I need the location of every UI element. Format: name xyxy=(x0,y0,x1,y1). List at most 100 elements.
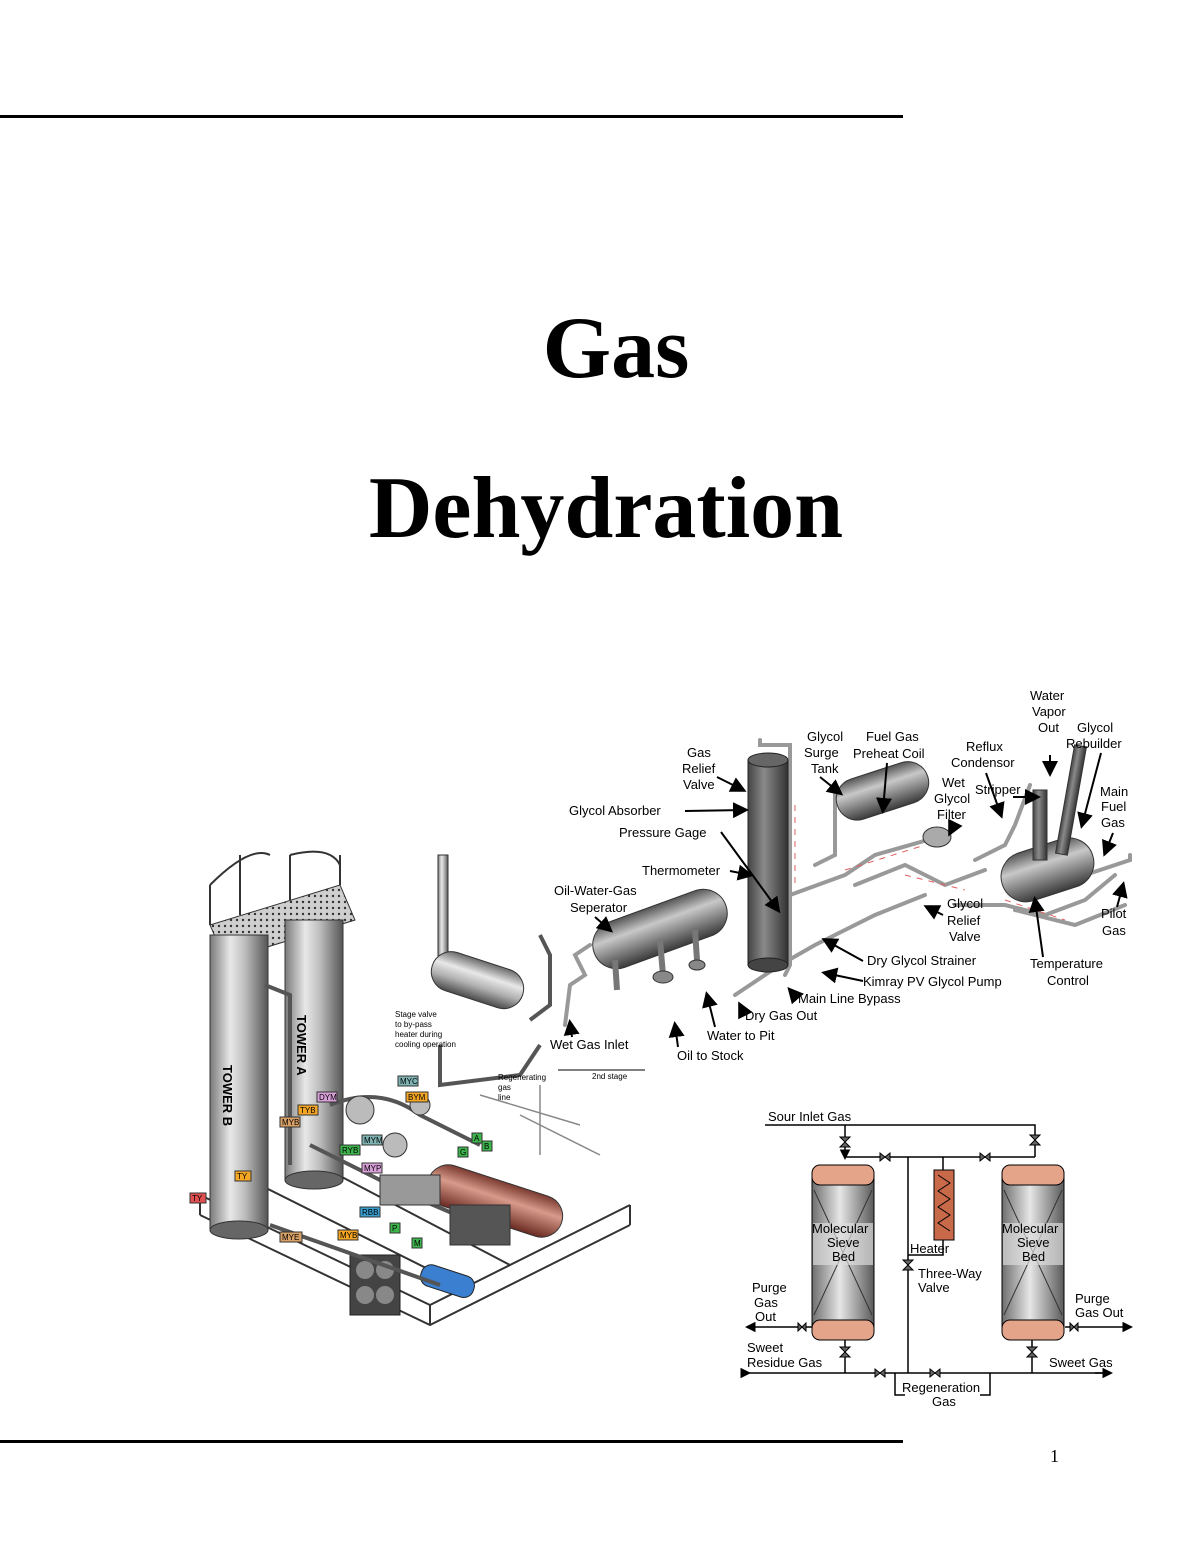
svg-text:P: P xyxy=(392,1224,397,1233)
svg-text:Residue Gas: Residue Gas xyxy=(747,1355,823,1370)
svg-text:Condensor: Condensor xyxy=(951,755,1015,770)
dehydration-skid-illustration: TOWER B TOWER A Stage valve to by-pass h… xyxy=(189,850,645,1327)
svg-text:Three-Way: Three-Way xyxy=(918,1266,982,1281)
svg-text:Vapor: Vapor xyxy=(1032,704,1066,719)
svg-text:Fuel: Fuel xyxy=(1101,799,1126,814)
svg-text:Valve: Valve xyxy=(918,1280,950,1295)
svg-text:Molecular: Molecular xyxy=(812,1221,869,1236)
glycol-unit-leader-arrows xyxy=(563,752,1128,1048)
note-bypass-2: to by-pass xyxy=(395,1020,432,1029)
tower-a-label: TOWER A xyxy=(294,1015,309,1076)
mol-sieve-valves xyxy=(797,1134,1079,1379)
svg-text:Glycol: Glycol xyxy=(947,896,983,911)
svg-text:MYM: MYM xyxy=(364,1136,383,1145)
svg-text:Valve: Valve xyxy=(683,777,715,792)
svg-text:Stripper: Stripper xyxy=(975,782,1021,797)
glycol-surge-tank xyxy=(835,761,930,821)
top-rule xyxy=(0,115,903,118)
svg-text:M: M xyxy=(414,1239,421,1248)
svg-text:MYB: MYB xyxy=(282,1118,299,1127)
svg-text:Bed: Bed xyxy=(832,1249,855,1264)
svg-text:Regeneration: Regeneration xyxy=(902,1380,980,1395)
svg-text:Sieve: Sieve xyxy=(827,1235,860,1250)
mol-sieve-bed-right: Molecular Sieve Bed xyxy=(1001,1164,1065,1341)
svg-text:Valve: Valve xyxy=(949,929,981,944)
wet-glycol-filter xyxy=(922,826,952,848)
svg-text:A: A xyxy=(474,1134,480,1143)
title-gas: Gas xyxy=(542,300,690,397)
regen-heater xyxy=(933,1169,955,1241)
svg-text:Wet: Wet xyxy=(942,775,965,790)
glycol-unit-diagram: Water Vapor Out Glycol Rebuilder Glycol … xyxy=(550,688,1132,1063)
svg-text:RYB: RYB xyxy=(342,1146,358,1155)
mol-sieve-bed-left: Molecular Sieve Bed xyxy=(811,1164,875,1341)
svg-text:Glycol Absorber: Glycol Absorber xyxy=(569,803,661,818)
svg-text:Fuel Gas: Fuel Gas xyxy=(866,729,919,744)
svg-text:Gas: Gas xyxy=(932,1394,956,1409)
svg-text:Dry Glycol Strainer: Dry Glycol Strainer xyxy=(867,953,977,968)
svg-text:Kimray PV Glycol Pump: Kimray PV Glycol Pump xyxy=(863,974,1002,989)
instrument-tags: DYM TYB MYB MYC BYM MYM RYB MYP MYB RBB … xyxy=(189,1075,493,1249)
note-regen-3: line xyxy=(498,1093,511,1102)
svg-text:Purge: Purge xyxy=(752,1280,787,1295)
mol-sieve-diagram: Molecular Sieve Bed Molecular Sieve Bed … xyxy=(740,1109,1133,1409)
svg-text:Out: Out xyxy=(755,1309,776,1324)
svg-text:Thermometer: Thermometer xyxy=(642,863,721,878)
svg-text:Glycol: Glycol xyxy=(1077,720,1113,735)
tower-b-label: TOWER B xyxy=(220,1065,235,1126)
blue-pump xyxy=(420,1264,475,1299)
svg-text:TY: TY xyxy=(237,1172,248,1181)
svg-text:Glycol: Glycol xyxy=(807,729,843,744)
svg-text:TY: TY xyxy=(192,1194,203,1203)
svg-text:Purge: Purge xyxy=(1075,1291,1110,1306)
note-2nd-stage: 2nd stage xyxy=(592,1072,628,1081)
svg-text:Gas Out: Gas Out xyxy=(1075,1305,1124,1320)
tower-a: TOWER A xyxy=(284,919,344,1190)
svg-text:Reflux: Reflux xyxy=(966,739,1003,754)
svg-text:Gas: Gas xyxy=(687,745,711,760)
svg-text:MYE: MYE xyxy=(282,1233,299,1242)
svg-text:Seperator: Seperator xyxy=(570,900,628,915)
oil-water-gas-separator xyxy=(592,888,728,970)
svg-text:G: G xyxy=(460,1148,466,1157)
svg-text:Surge: Surge xyxy=(804,745,839,760)
svg-text:Filter: Filter xyxy=(937,807,967,822)
svg-text:Pilot: Pilot xyxy=(1101,906,1127,921)
svg-text:BYM: BYM xyxy=(408,1093,426,1102)
page-number: 1 xyxy=(1050,1446,1059,1466)
note-bypass-3: heater during xyxy=(395,1030,442,1039)
title-dehydration: Dehydration xyxy=(368,460,844,557)
svg-text:Dry Gas Out: Dry Gas Out xyxy=(745,1008,818,1023)
svg-text:Control: Control xyxy=(1047,973,1089,988)
svg-text:Gas: Gas xyxy=(1101,815,1125,830)
svg-text:Bed: Bed xyxy=(1022,1249,1045,1264)
svg-text:Sweet Gas: Sweet Gas xyxy=(1049,1355,1113,1370)
svg-text:Main: Main xyxy=(1100,784,1128,799)
svg-text:MYP: MYP xyxy=(364,1164,381,1173)
valve-manifold xyxy=(345,1094,511,1246)
svg-text:Tank: Tank xyxy=(811,761,839,776)
svg-text:Molecular: Molecular xyxy=(1002,1221,1059,1236)
svg-text:Water: Water xyxy=(1030,688,1065,703)
svg-text:Preheat Coil: Preheat Coil xyxy=(853,746,925,761)
svg-text:B: B xyxy=(484,1142,489,1151)
svg-text:Wet Gas Inlet: Wet Gas Inlet xyxy=(550,1037,629,1052)
svg-text:Gas: Gas xyxy=(1102,923,1126,938)
glycol-unit-labels: Water Vapor Out Glycol Rebuilder Glycol … xyxy=(550,688,1128,1063)
svg-text:Out: Out xyxy=(1038,720,1059,735)
svg-text:Sweet: Sweet xyxy=(747,1340,784,1355)
svg-text:RBB: RBB xyxy=(362,1208,378,1217)
svg-text:Heater: Heater xyxy=(910,1241,950,1256)
bottom-rule xyxy=(0,1440,903,1443)
tower-b: TOWER B xyxy=(209,934,269,1240)
svg-text:Gas: Gas xyxy=(754,1295,778,1310)
svg-text:Temperature: Temperature xyxy=(1030,956,1103,971)
svg-text:Sieve: Sieve xyxy=(1017,1235,1050,1250)
mol-sieve-labels: Sour Inlet Gas Heater Three-Way Valve Pu… xyxy=(747,1109,1124,1409)
svg-text:MYB: MYB xyxy=(340,1231,357,1240)
regen-heater-vessel xyxy=(430,854,525,1010)
svg-text:Pressure Gage: Pressure Gage xyxy=(619,825,706,840)
svg-text:Glycol: Glycol xyxy=(934,791,970,806)
svg-text:Water to Pit: Water to Pit xyxy=(707,1028,775,1043)
svg-text:Relief: Relief xyxy=(682,761,716,776)
